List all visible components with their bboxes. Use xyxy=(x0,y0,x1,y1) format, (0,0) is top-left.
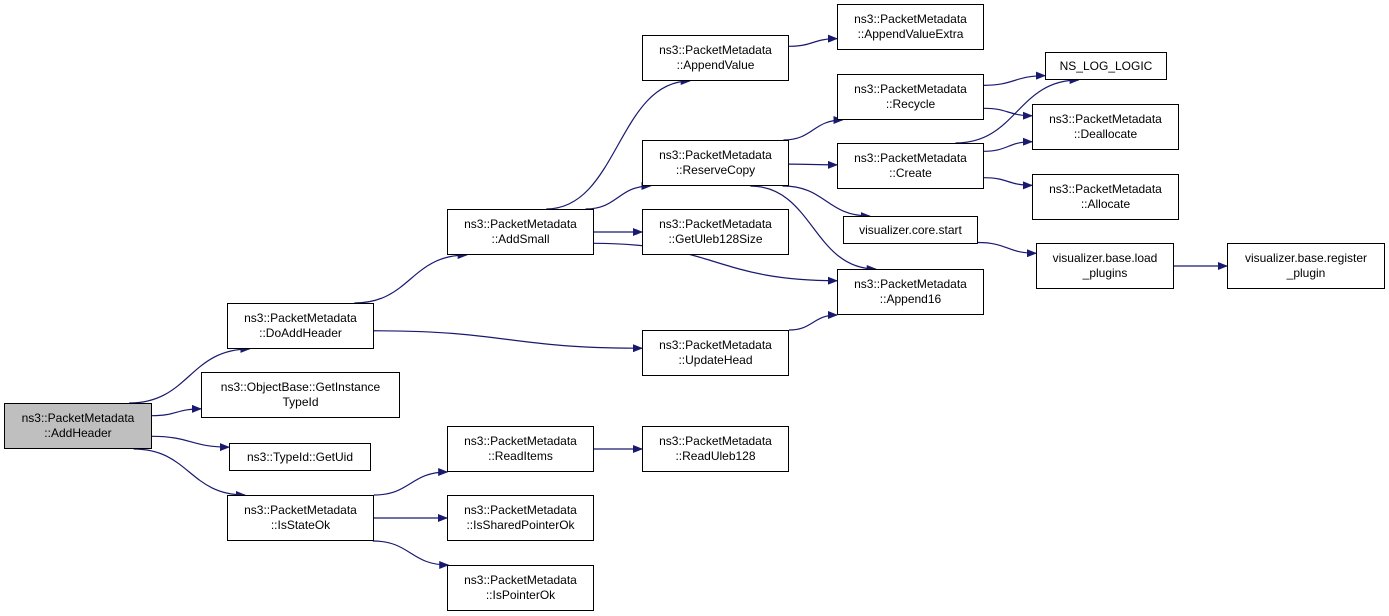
edge-do_add_header-to-add_small xyxy=(354,251,468,304)
node-deallocate[interactable]: ns3::PacketMetadata ::Deallocate xyxy=(1032,104,1179,150)
node-label: visualizer.base.register xyxy=(1244,251,1368,265)
node-label: ns3::TypeId::GetUid xyxy=(246,449,354,464)
edge-add_small-to-append_value xyxy=(546,77,691,210)
node-label: _plugins xyxy=(1082,266,1128,280)
node-label: ::UpdateHead xyxy=(678,353,753,367)
node-label: ns3::PacketMetadata xyxy=(244,503,357,517)
edge-create-to-allocate xyxy=(983,177,1033,190)
node-label: ns3::PacketMetadata xyxy=(854,12,967,26)
node-label: ::ReadItems xyxy=(488,449,553,463)
node-label: ::Recycle xyxy=(885,97,936,111)
edge-add_header-to-is_state_ok xyxy=(133,448,246,499)
node-register-plugin[interactable]: visualizer.base.register _plugin xyxy=(1227,243,1385,289)
edge-add_small-to-append16 xyxy=(593,242,838,285)
node-label: ::ReserveCopy xyxy=(675,163,756,177)
node-label: ns3::PacketMetadata xyxy=(659,217,772,231)
edge-update_head-to-append16 xyxy=(788,310,838,331)
edge-recycle-to-ns_log_logic xyxy=(983,71,1046,86)
edge-reserve_copy-to-recycle xyxy=(783,116,844,141)
node-label: ns3::PacketMetadata xyxy=(244,311,357,325)
node-label: ::Create xyxy=(889,166,932,180)
node-do-add-header[interactable]: ns3::PacketMetadata ::DoAddHeader xyxy=(227,303,374,349)
node-append16[interactable]: ns3::PacketMetadata ::Append16 xyxy=(837,269,984,315)
node-label: ::Allocate xyxy=(1080,197,1131,211)
node-is-state-ok[interactable]: ns3::PacketMetadata ::IsStateOk xyxy=(227,495,374,541)
node-is-pointer-ok[interactable]: ns3::PacketMetadata ::IsPointerOk xyxy=(447,565,594,611)
node-label: ns3::PacketMetadata xyxy=(1049,112,1162,126)
edge-append_value-to-append_value_extra xyxy=(788,34,838,47)
node-label: ns3::PacketMetadata xyxy=(464,434,577,448)
node-label: ::Deallocate xyxy=(1073,127,1138,141)
node-recycle[interactable]: ns3::PacketMetadata ::Recycle xyxy=(837,74,984,120)
node-label: ::AddSmall xyxy=(491,232,550,246)
edge-is_state_ok-to-read_items xyxy=(373,468,449,496)
edge-reserve_copy-to-visualizer_core_start xyxy=(782,185,871,220)
edge-create-to-ns_log_logic xyxy=(955,76,1080,144)
node-create[interactable]: ns3::PacketMetadata ::Create xyxy=(837,143,984,189)
node-label: ns3::PacketMetadata xyxy=(1049,182,1162,196)
node-label: visualizer.core.start xyxy=(859,222,962,237)
node-get-uleb128-size[interactable]: ns3::PacketMetadata ::GetUleb128Size xyxy=(642,209,789,255)
node-label: ns3::PacketMetadata xyxy=(659,434,772,448)
node-is-shared-pointer-ok[interactable]: ns3::PacketMetadata ::IsSharedPointerOk xyxy=(447,495,594,541)
edge-add_header-to-do_add_header xyxy=(129,345,251,404)
node-append-value[interactable]: ns3::PacketMetadata ::AppendValue xyxy=(642,35,789,81)
node-label: ns3::PacketMetadata xyxy=(464,573,577,587)
node-label: ns3::ObjectBase::GetInstance xyxy=(220,380,381,394)
node-get-instance-typeid[interactable]: ns3::ObjectBase::GetInstance TypeId xyxy=(201,372,400,418)
node-label: ::IsPointerOk xyxy=(485,588,556,602)
edge-recycle-to-deallocate xyxy=(983,107,1033,120)
edge-visualizer_core_start-to-load_plugins xyxy=(977,241,1037,258)
node-label: ::AppendValue xyxy=(676,58,755,72)
node-label: ns3::PacketMetadata xyxy=(854,277,967,291)
node-label: ::ReadUleb128 xyxy=(675,449,756,463)
node-add-small[interactable]: ns3::PacketMetadata ::AddSmall xyxy=(447,209,594,255)
node-read-uleb128[interactable]: ns3::PacketMetadata ::ReadUleb128 xyxy=(642,426,789,472)
node-add-header: ns3::PacketMetadata ::AddHeader xyxy=(4,403,152,449)
node-label: TypeId xyxy=(282,395,319,409)
node-label: ::DoAddHeader xyxy=(259,326,342,340)
node-allocate[interactable]: ns3::PacketMetadata ::Allocate xyxy=(1032,174,1179,220)
edge-reserve_copy-to-append16 xyxy=(750,185,877,273)
node-label: ::IsStateOk xyxy=(270,518,331,532)
node-ns-log-logic[interactable]: NS_LOG_LOGIC xyxy=(1045,52,1167,80)
edge-add_small-to-reserve_copy xyxy=(585,182,652,210)
node-label: ns3::PacketMetadata xyxy=(854,151,967,165)
node-label: ns3::PacketMetadata xyxy=(464,503,577,517)
edge-do_add_header-to-update_head xyxy=(373,330,643,353)
node-visualizer-core-start[interactable]: visualizer.core.start xyxy=(843,216,978,244)
node-label: visualizer.base.load xyxy=(1052,251,1158,265)
node-load-plugins[interactable]: visualizer.base.load _plugins xyxy=(1036,243,1174,289)
node-label: ns3::PacketMetadata xyxy=(659,338,772,352)
node-label: _plugin xyxy=(1286,266,1326,280)
node-label: ::AppendValueExtra xyxy=(857,27,964,41)
edge-create-to-deallocate xyxy=(983,137,1033,152)
node-get-uid[interactable]: ns3::TypeId::GetUid xyxy=(229,443,371,471)
node-label: ns3::PacketMetadata xyxy=(659,148,772,162)
edge-is_state_ok-to-is_pointer_ok xyxy=(372,540,450,569)
node-label: ::Append16 xyxy=(879,292,942,306)
node-read-items[interactable]: ns3::PacketMetadata ::ReadItems xyxy=(447,426,594,472)
node-label: ::GetUleb128Size xyxy=(668,232,763,246)
node-label: ns3::PacketMetadata xyxy=(659,43,772,57)
node-append-value-extra[interactable]: ns3::PacketMetadata ::AppendValueExtra xyxy=(837,4,984,50)
node-label: ns3::PacketMetadata xyxy=(854,82,967,96)
node-update-head[interactable]: ns3::PacketMetadata ::UpdateHead xyxy=(642,330,789,376)
node-label: ::IsSharedPointerOk xyxy=(466,518,575,532)
edge-add_header-to-get_instance_typeid xyxy=(151,404,202,417)
node-label: ::AddHeader xyxy=(44,426,112,440)
edge-add_header-to-get_uid xyxy=(151,435,230,452)
edge-reserve_copy-to-create xyxy=(788,160,838,169)
node-label: NS_LOG_LOGIC xyxy=(1059,58,1153,73)
node-label: ns3::PacketMetadata xyxy=(21,411,135,425)
node-reserve-copy[interactable]: ns3::PacketMetadata ::ReserveCopy xyxy=(642,140,789,186)
node-label: ns3::PacketMetadata xyxy=(464,217,577,231)
